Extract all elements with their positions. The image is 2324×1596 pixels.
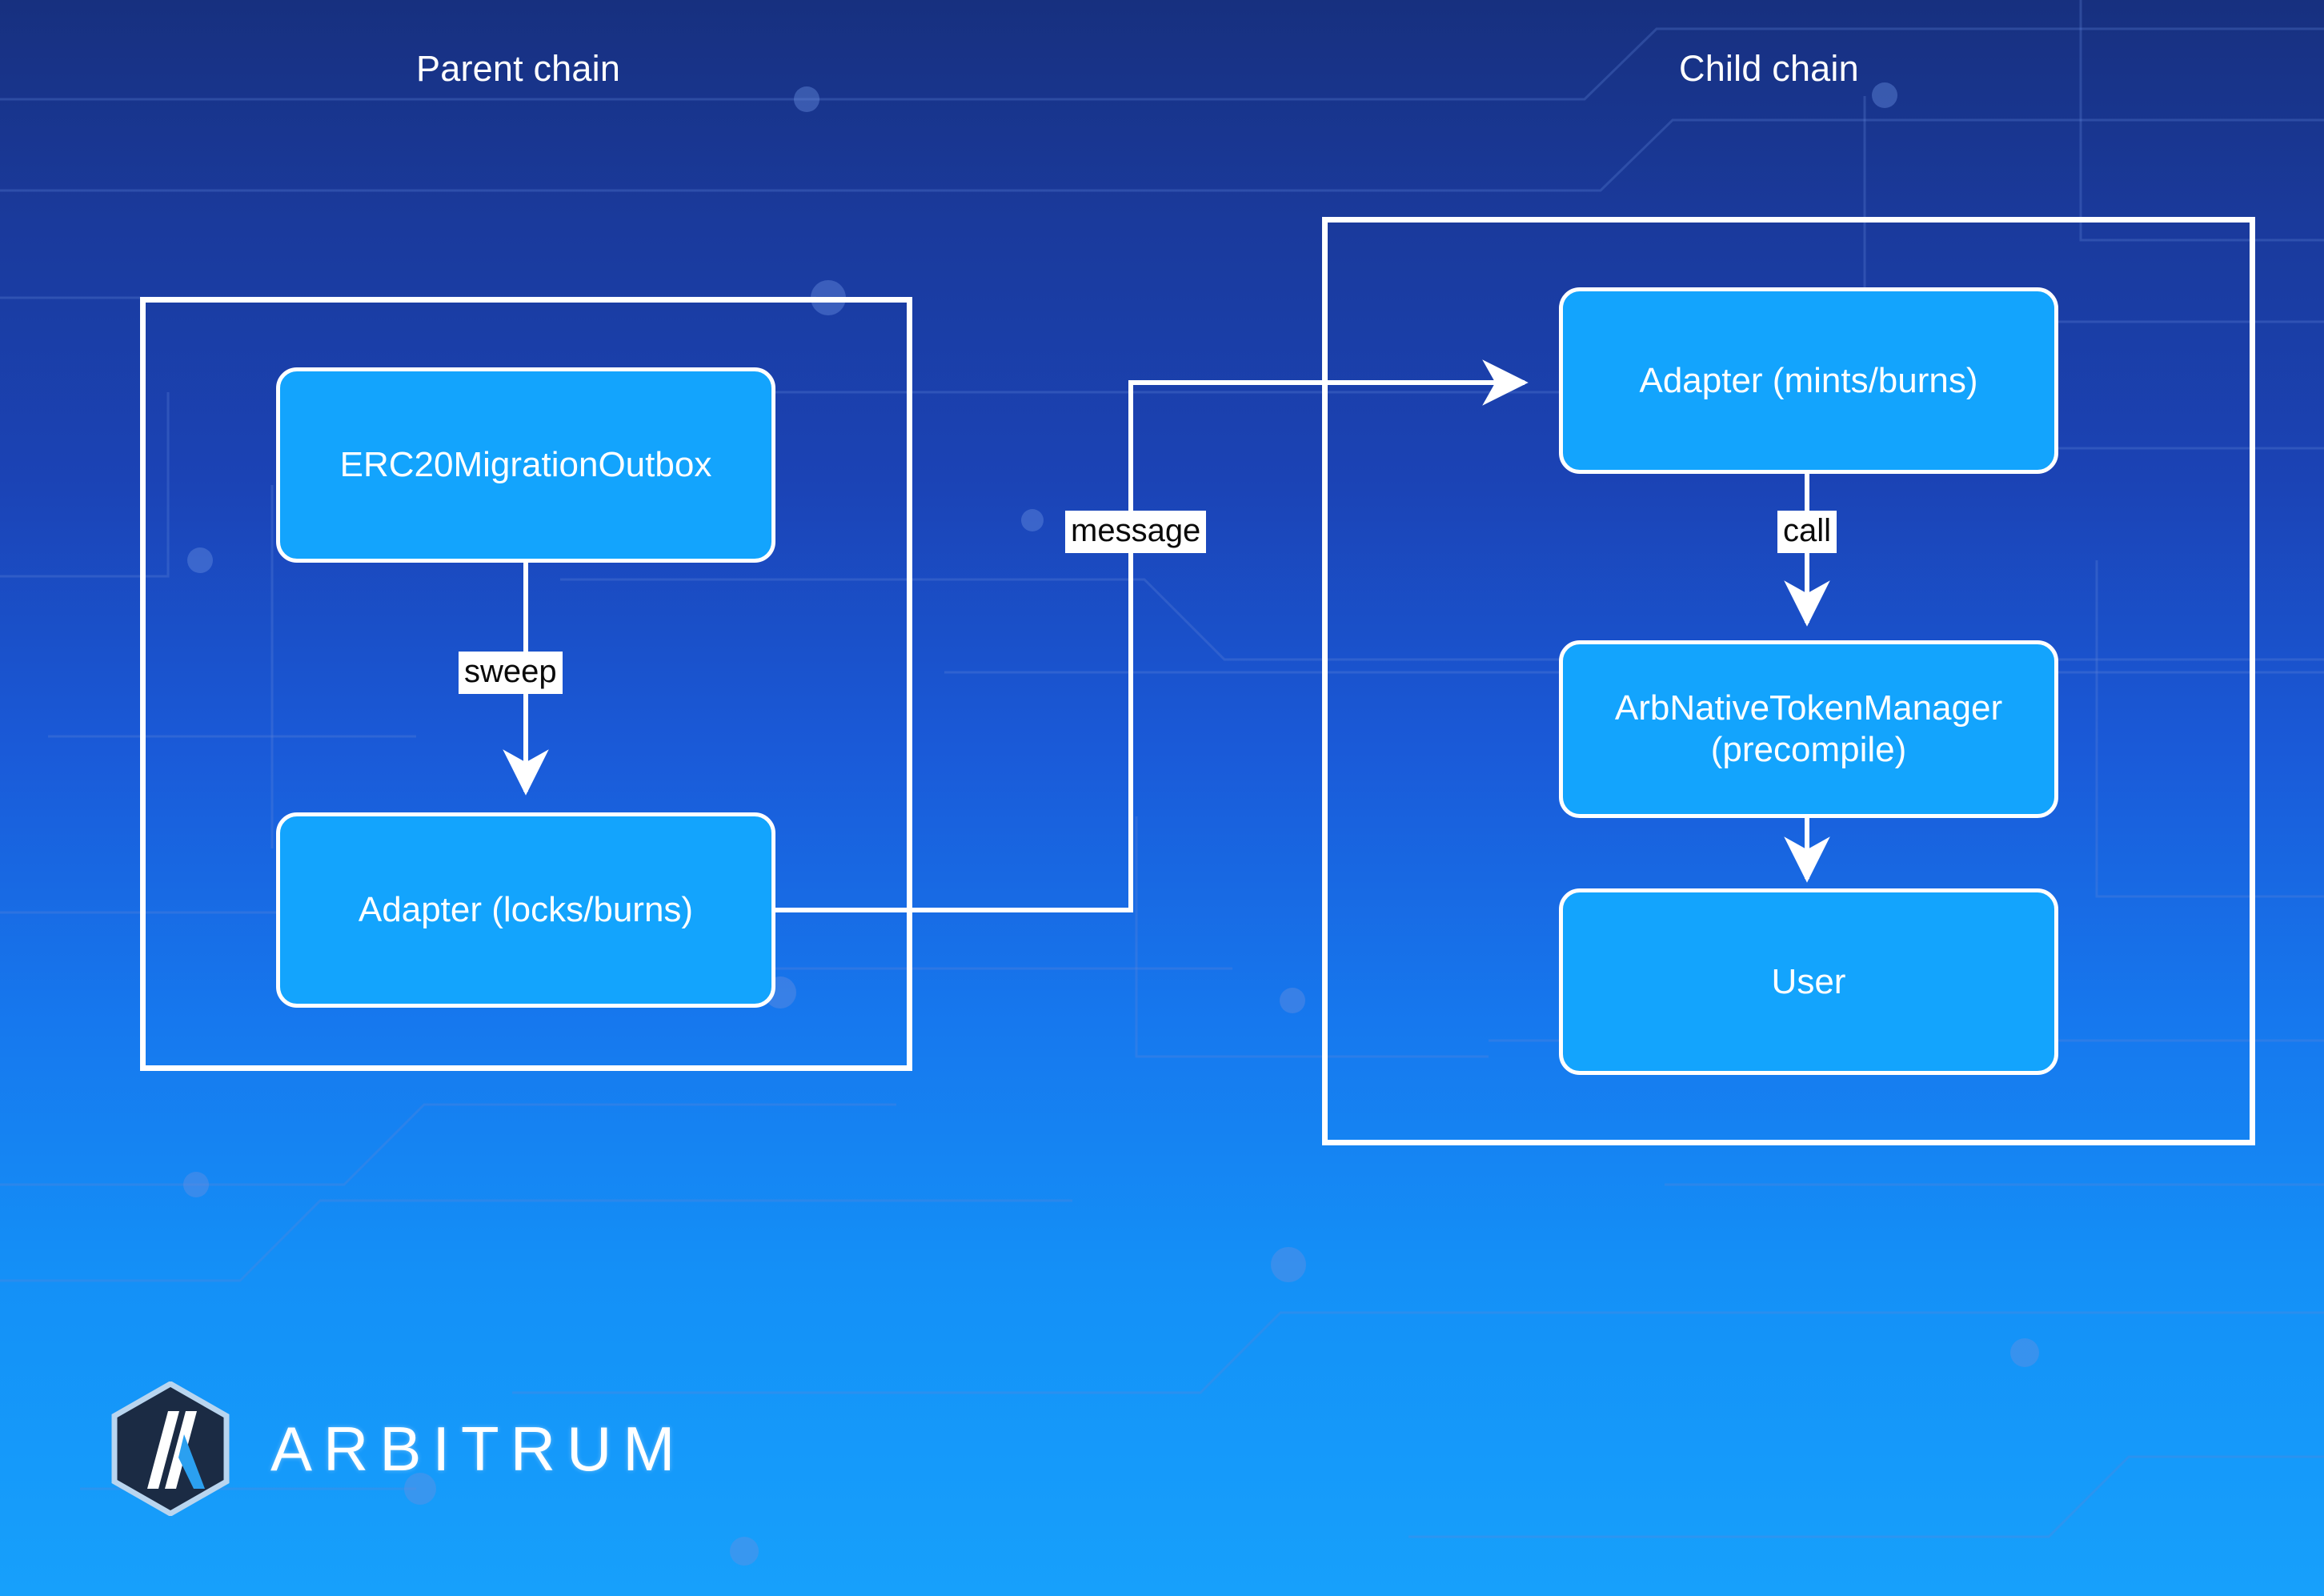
- node-adapter-locks-burns[interactable]: Adapter (locks/burns): [276, 812, 775, 1008]
- edge-label-message: message: [1065, 511, 1207, 553]
- arbitrum-wordmark: ARBITRUM: [270, 1414, 687, 1484]
- node-user[interactable]: User: [1559, 888, 2058, 1075]
- node-adapter-mints-burns[interactable]: Adapter (mints/burns): [1559, 287, 2058, 474]
- node-arb-native-token-manager[interactable]: ArbNativeTokenManager (precompile): [1559, 640, 2058, 818]
- node-arb-native-token-manager-line1: ArbNativeTokenManager: [1614, 688, 2003, 728]
- parent-chain-title: Parent chain: [416, 48, 621, 89]
- node-arb-native-token-manager-line2: (precompile): [1710, 730, 1907, 769]
- arbitrum-logo: ARBITRUM: [110, 1369, 751, 1529]
- node-erc20-migration-outbox[interactable]: ERC20MigrationOutbox: [276, 367, 775, 563]
- child-chain-title: Child chain: [1679, 48, 1859, 89]
- arbitrum-hexagon-icon: [111, 1381, 230, 1516]
- edge-label-call: call: [1777, 511, 1837, 553]
- edge-label-sweep: sweep: [459, 652, 563, 694]
